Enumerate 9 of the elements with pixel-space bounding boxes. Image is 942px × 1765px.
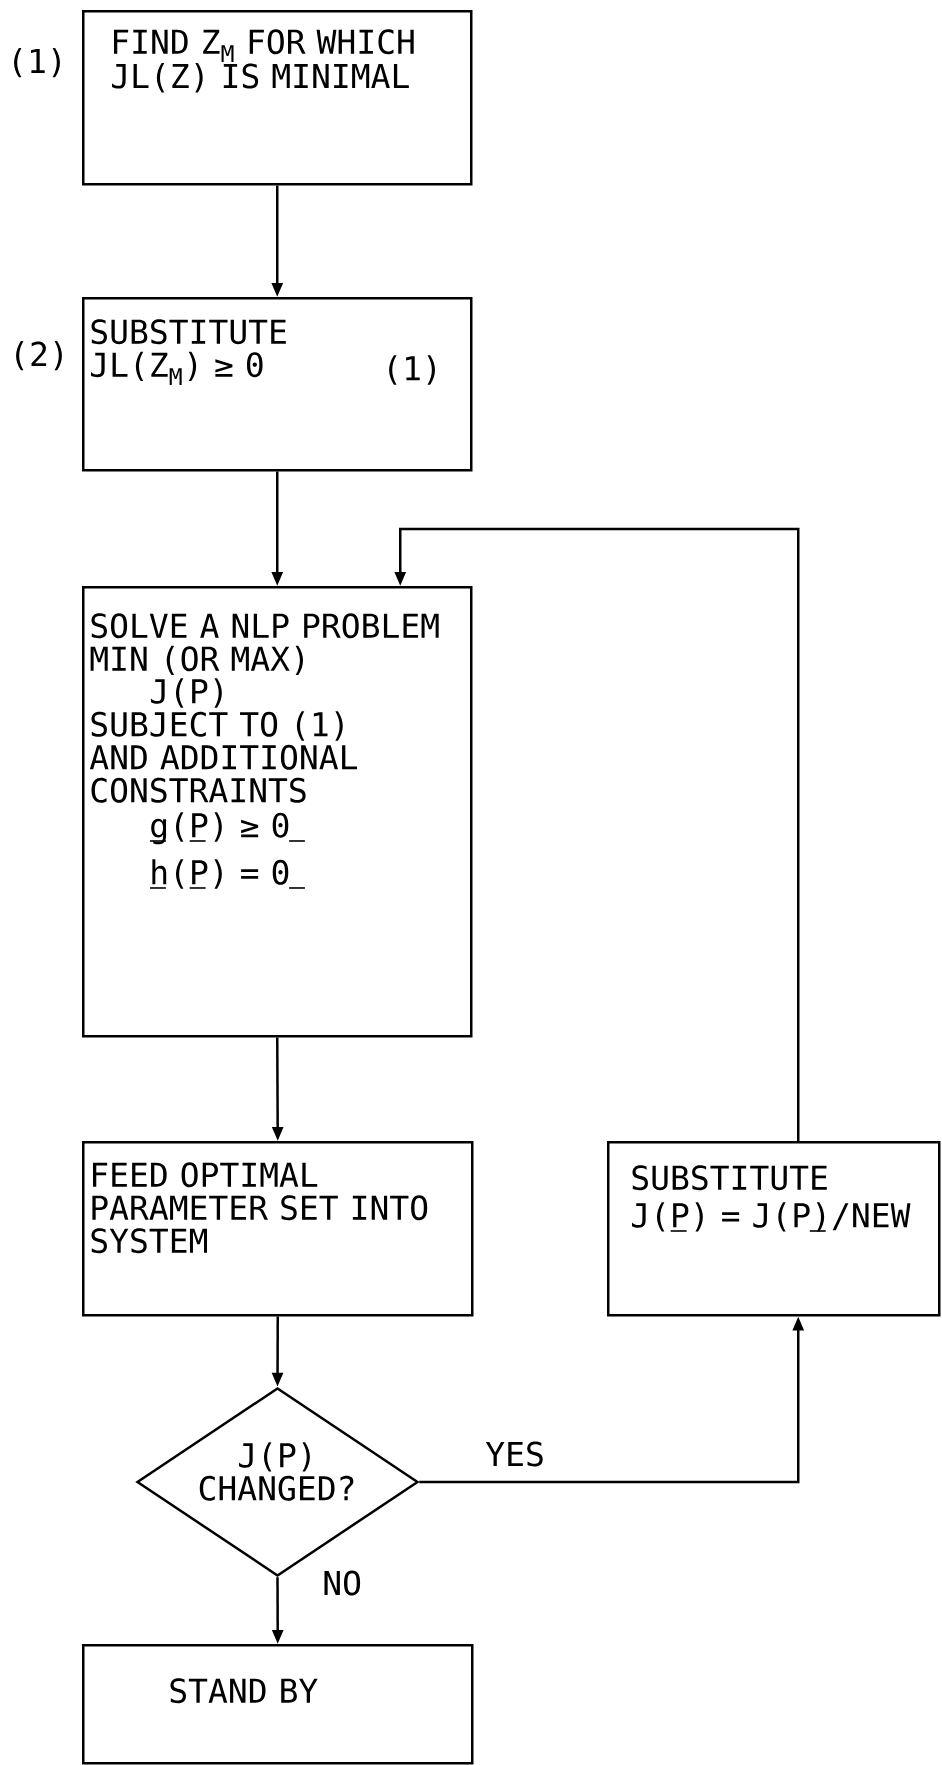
process-box: SUBSTITUTE JL(Z$_{M}$) ≥ 0 (1)	[82, 297, 473, 472]
process-box: SUBSTITUTE J(P) = J(P)/NEW	[607, 1141, 941, 1317]
step-number: (1)	[14, 47, 60, 78]
edge-label: YES	[484, 1440, 546, 1468]
process-box: FEED OPTIMAL PARAMETER SET INTO SYSTEM	[82, 1141, 474, 1317]
process-box: STAND BY	[82, 1644, 474, 1765]
process-box: FIND Z$_{M}$ FOR WHICH JL(Z) IS MINIMAL	[82, 10, 473, 186]
process-box: SOLVE A NLP PROBLEM MIN (OR MAX) J(P) SUBJECT TO (1) AND ADDITIONAL CONSTRAINTS g(P) ≥ 0 h(P) = 0	[82, 586, 473, 1038]
step-number: (2)	[16, 340, 62, 371]
